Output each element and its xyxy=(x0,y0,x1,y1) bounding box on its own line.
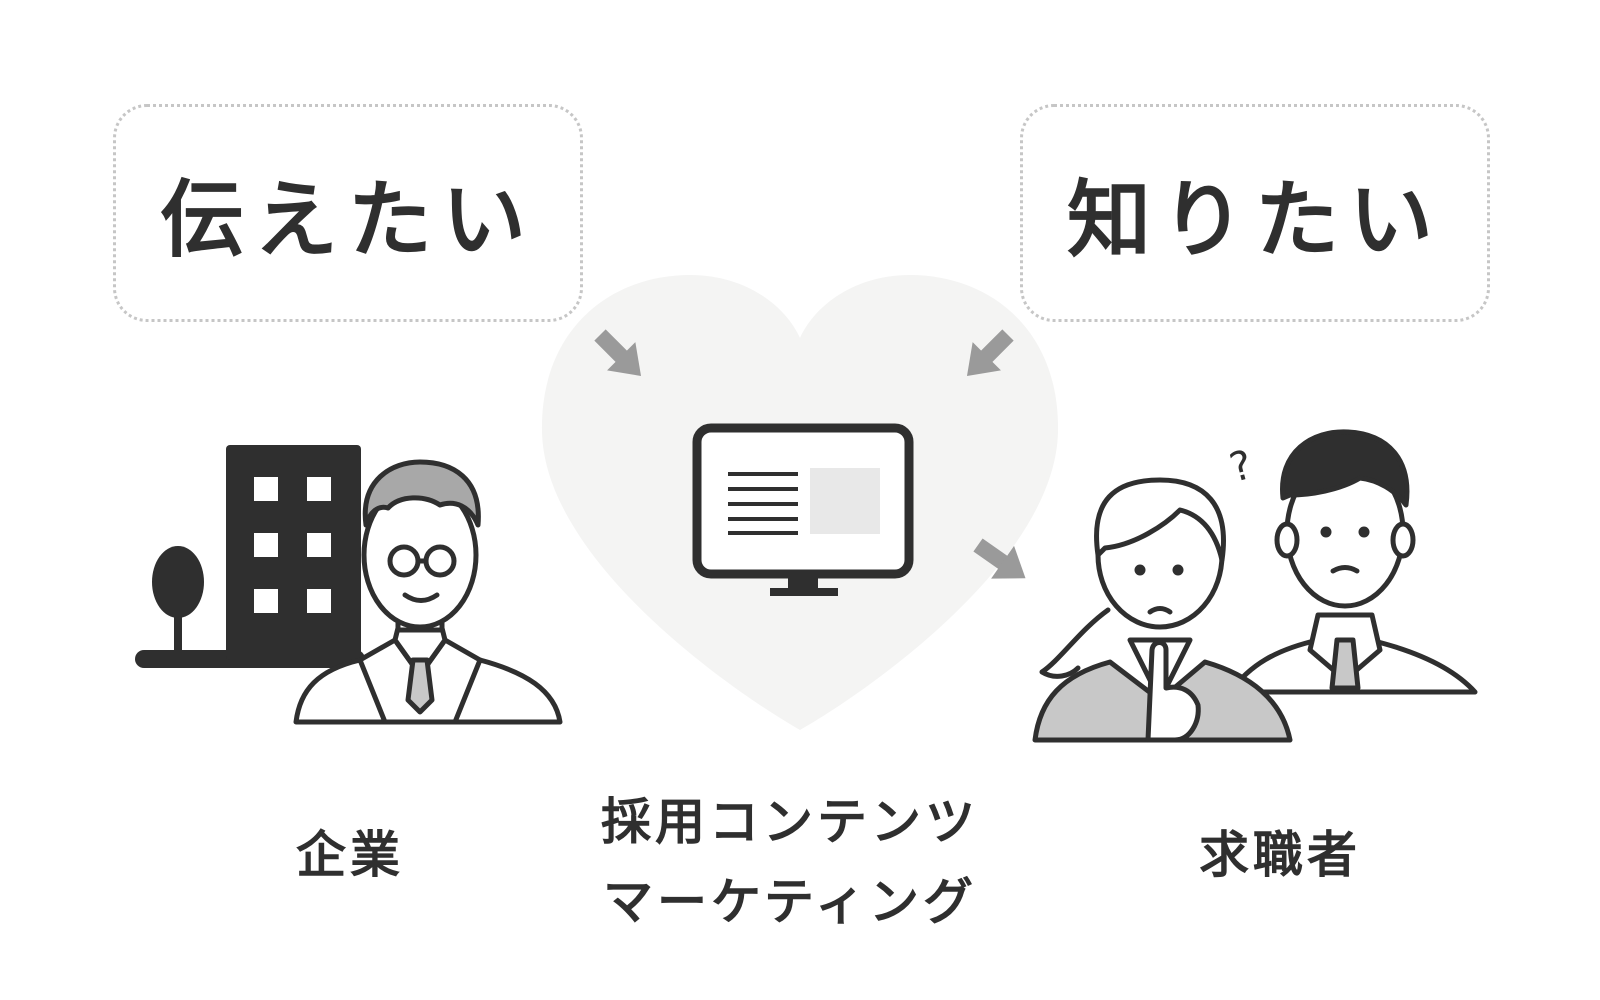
want-to-know-text: 知りたい xyxy=(1067,153,1443,274)
job-seekers-label: 求職者 xyxy=(1150,815,1410,887)
recruiting-content-marketing-label: 採用コンテンツ マーケティング xyxy=(560,782,1020,942)
center-label-line2: マーケティング xyxy=(560,862,1020,942)
question-mark-icon: ? xyxy=(1225,442,1257,492)
want-to-convey-bubble: 伝えたい xyxy=(113,104,583,322)
want-to-know-bubble: 知りたい xyxy=(1020,104,1490,322)
company-label: 企業 xyxy=(250,815,450,887)
want-to-convey-text: 伝えたい xyxy=(160,153,536,274)
center-label-line1: 採用コンテンツ xyxy=(560,782,1020,862)
tree-icon xyxy=(152,546,204,656)
woman-icon xyxy=(1035,480,1290,740)
monitor-icon xyxy=(697,428,909,596)
building-icon xyxy=(226,445,361,660)
man-icon xyxy=(1230,432,1475,692)
